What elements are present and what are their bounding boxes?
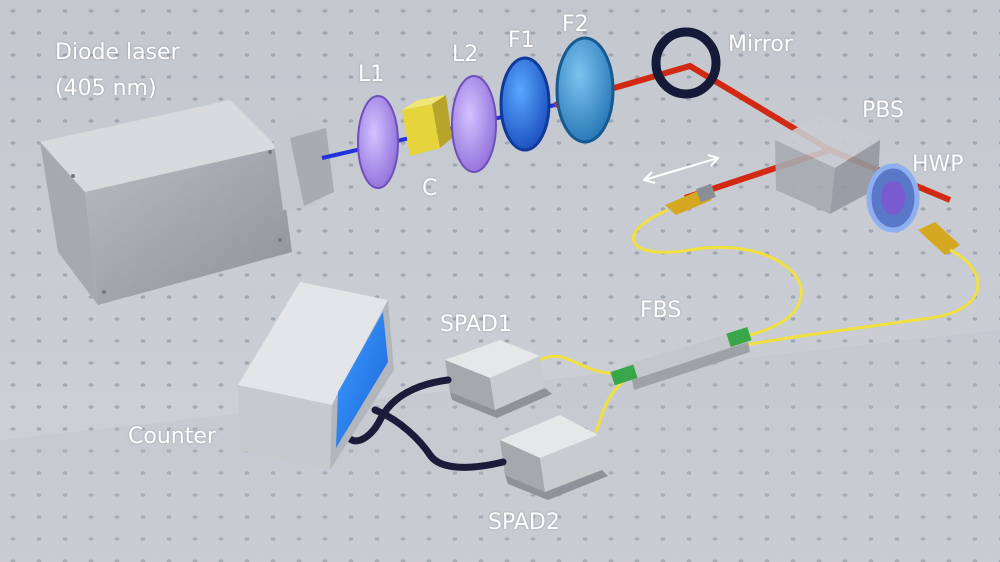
label-diode-laser: Diode laser	[55, 40, 180, 65]
spad2-detector	[500, 415, 608, 500]
fiber-coupler-right	[918, 222, 960, 255]
diode-laser	[40, 100, 334, 305]
half-wave-plate	[866, 163, 920, 233]
lens-l1	[357, 95, 399, 189]
filter-f2	[555, 36, 615, 144]
fiber-beam-splitter	[610, 326, 752, 390]
label-spad2: SPAD2	[488, 510, 560, 535]
mirror	[651, 27, 721, 99]
filter-f1	[499, 56, 551, 152]
crystal-c	[402, 95, 452, 156]
spad1-detector	[445, 340, 552, 418]
label-spad1: SPAD1	[440, 312, 512, 337]
pbs-cube	[775, 115, 880, 214]
label-c: C	[422, 176, 438, 201]
label-f2: F2	[562, 12, 589, 37]
label-hwp: HWP	[912, 152, 964, 177]
label-fbs: FBS	[640, 298, 682, 323]
label-mirror: Mirror	[728, 32, 793, 57]
translation-arrow-icon	[642, 154, 720, 184]
label-pbs: PBS	[862, 98, 904, 123]
counter-box	[238, 282, 394, 470]
lens-l2	[451, 75, 497, 173]
label-wavelength: (405 nm)	[55, 76, 157, 101]
label-f1: F1	[508, 28, 535, 53]
label-counter: Counter	[128, 424, 216, 449]
label-l1: L1	[358, 62, 385, 87]
label-l2: L2	[452, 42, 479, 67]
fiber-coupler-left	[665, 183, 716, 215]
